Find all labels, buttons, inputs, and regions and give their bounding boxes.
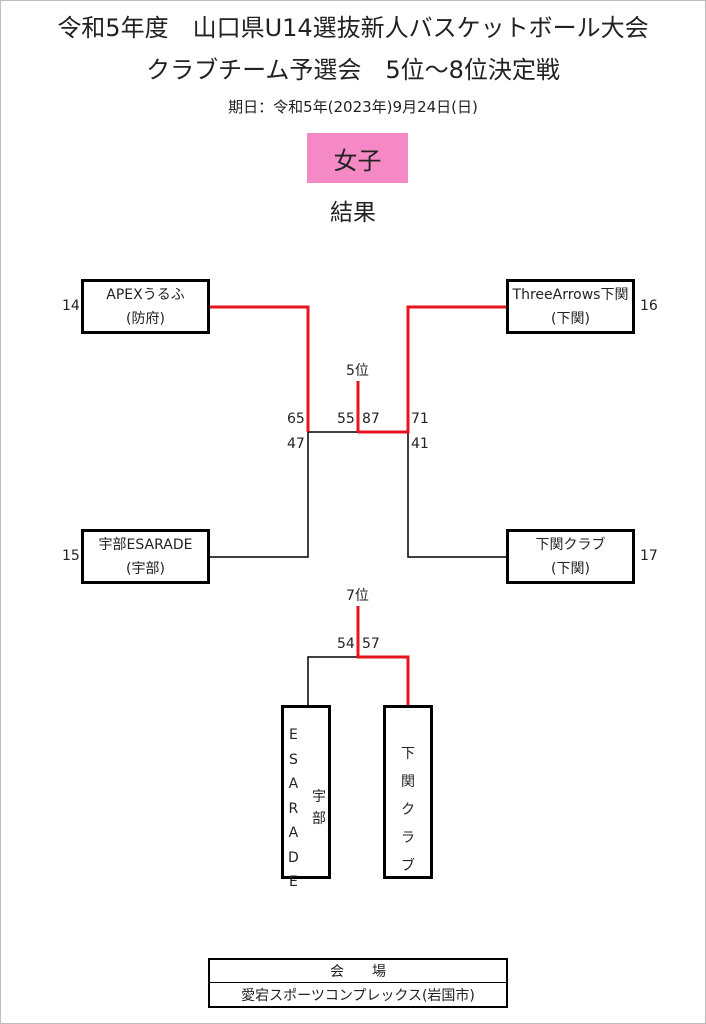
- team-name-char: ラ: [401, 830, 415, 846]
- score-shimonoseki: 41: [411, 436, 429, 452]
- place-5th-label: 5位: [346, 363, 369, 379]
- team-box-esarade-vertical: [281, 705, 331, 879]
- team-name-char: A: [288, 825, 299, 841]
- seed-number: 14: [62, 298, 80, 314]
- bracket-line-e: [307, 656, 358, 705]
- bracket-line-a: [210, 305, 310, 432]
- team-box-threearrows: ThreeArrows下関 (下関): [506, 279, 635, 334]
- score-threearrows: 71: [411, 411, 429, 427]
- team-area: (下関): [551, 560, 590, 577]
- tournament-title: 令和5年度 山口県U14選抜新人バスケットボール大会: [57, 14, 649, 42]
- score-7th-left: 54: [337, 636, 355, 652]
- score-ube: 47: [287, 436, 305, 452]
- bracket-line-c: [210, 431, 358, 558]
- category-badge: 女子: [307, 133, 408, 183]
- seed-number: 17: [640, 548, 658, 564]
- score-apex: 65: [287, 411, 305, 427]
- team-area: (下関): [551, 310, 590, 327]
- bracket-line-d: [407, 432, 506, 558]
- team-name: ThreeArrows下関: [512, 286, 629, 303]
- team-area-char: 部: [312, 811, 326, 827]
- team-name-char: E: [288, 727, 298, 743]
- team-box-shimonoseki-club: 下関クラブ (下関): [506, 529, 635, 584]
- team-name-char: ク: [401, 802, 415, 818]
- venue-box: 会 場 愛宕スポーツコンプレックス(岩国市): [208, 958, 508, 1008]
- seed-number: 16: [640, 298, 658, 314]
- team-name: 下関クラブ: [535, 536, 606, 553]
- team-name-char: E: [288, 874, 298, 890]
- tournament-subtitle: クラブチーム予選会 5位～8位決定戦: [146, 56, 560, 84]
- team-area: (宇部): [126, 560, 165, 577]
- seed-number: 15: [62, 548, 80, 564]
- place-7th-label: 7位: [346, 588, 369, 604]
- venue-label: 会 場: [210, 960, 506, 983]
- team-box-shimonoseki-vertical: [383, 705, 433, 879]
- bracket-line-f: [356, 606, 410, 705]
- team-name: APEXうるふ: [106, 286, 185, 303]
- score-7th-right: 57: [362, 636, 380, 652]
- team-name-vertical: 下 関 ク ラ ブ: [401, 740, 415, 880]
- team-name-char: D: [288, 849, 299, 866]
- team-box-apex: APEXうるふ (防府): [81, 279, 210, 334]
- venue-name: 愛宕スポーツコンプレックス(岩国市): [241, 988, 475, 1004]
- team-name-char: ブ: [401, 858, 415, 874]
- team-area-vertical: 宇 部: [312, 786, 326, 830]
- team-area-char: 宇: [312, 789, 326, 805]
- team-name-vertical: E S A R A D E: [288, 723, 299, 895]
- team-name-char: 下: [401, 746, 415, 762]
- score-5th-right: 87: [362, 411, 380, 427]
- score-5th-left: 55: [337, 411, 355, 427]
- team-name-char: A: [288, 776, 299, 792]
- event-date: 期日：令和5年(2023年)9月24日(日): [228, 98, 478, 116]
- result-heading: 結果: [330, 200, 376, 226]
- team-name-char: R: [288, 800, 299, 817]
- bracket-line-b: [358, 305, 506, 434]
- team-box-ube-esarade: 宇部ESARADE (宇部): [81, 529, 210, 584]
- team-name-char: S: [288, 751, 298, 768]
- team-area: (防府): [126, 310, 165, 327]
- team-name: 宇部ESARADE: [98, 536, 193, 553]
- team-name-char: 関: [401, 774, 415, 790]
